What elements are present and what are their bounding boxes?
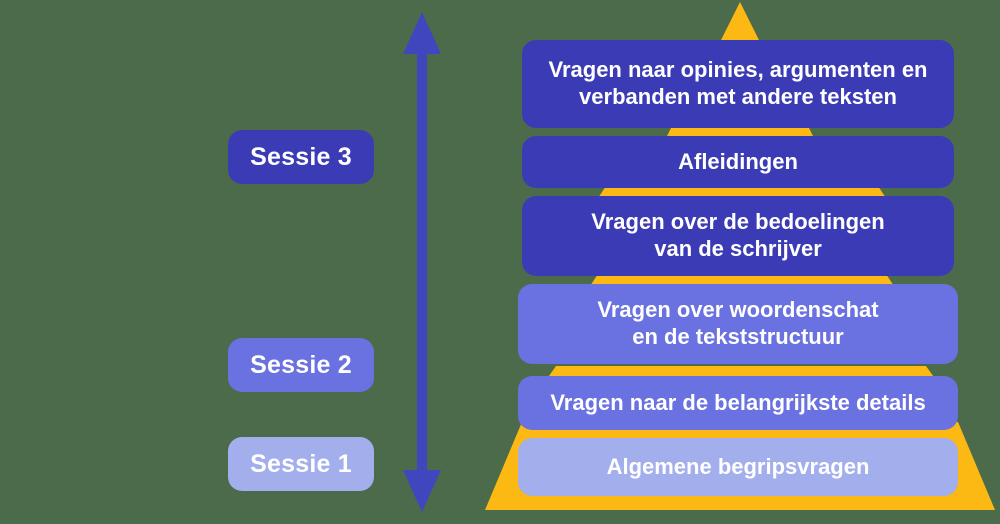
pyramid-level-5-line1: Afleidingen [678,148,798,174]
pyramid-diagram: Vragen naar opinies, argumenten en verba… [470,0,1000,524]
pyramid-level-1-line1: Algemene begripsvragen [606,453,870,479]
pyramid-level-4[interactable]: Vragen over de bedoelingen van de schrij… [522,196,954,276]
pyramid-level-4-line1: Vragen over de bedoelingen [591,209,885,235]
pyramid-level-3-line1: Vragen over woordenschat [597,297,879,323]
pyramid-level-2-line1: Vragen naar de belangrijkste details [550,389,926,415]
connector-tab-2 [598,186,886,198]
session-chip-sessie-1[interactable]: Sessie 1 [228,437,374,491]
pyramid-level-1[interactable]: Algemene begripsvragen [518,438,958,496]
connector-tab-1 [666,126,814,138]
pyramid-level-3-line2: en de tekststructuur [632,324,844,349]
pyramid-level-6-line1: Vragen naar opinies, argumenten en [548,57,928,83]
pyramid-level-4-line2: van de schrijver [654,236,822,261]
session-chip-label: Sessie 3 [250,142,352,171]
pyramid-level-6[interactable]: Vragen naar opinies, argumenten en verba… [522,40,954,128]
apex-triangle-icon [719,2,761,44]
vertical-double-arrow-icon [403,12,441,512]
session-chip-sessie-2[interactable]: Sessie 2 [228,338,374,392]
pyramid-level-2[interactable]: Vragen naar de belangrijkste details [518,376,958,430]
session-chip-label: Sessie 1 [250,449,352,478]
pyramid-level-5[interactable]: Afleidingen [522,136,954,188]
pyramid-level-6-line2: verbanden met andere teksten [579,84,897,109]
session-chip-sessie-3[interactable]: Sessie 3 [228,130,374,184]
connector-tab-3 [590,274,894,286]
session-chip-label: Sessie 2 [250,350,352,379]
pyramid-level-3[interactable]: Vragen over woordenschat en de tekststru… [518,284,958,364]
